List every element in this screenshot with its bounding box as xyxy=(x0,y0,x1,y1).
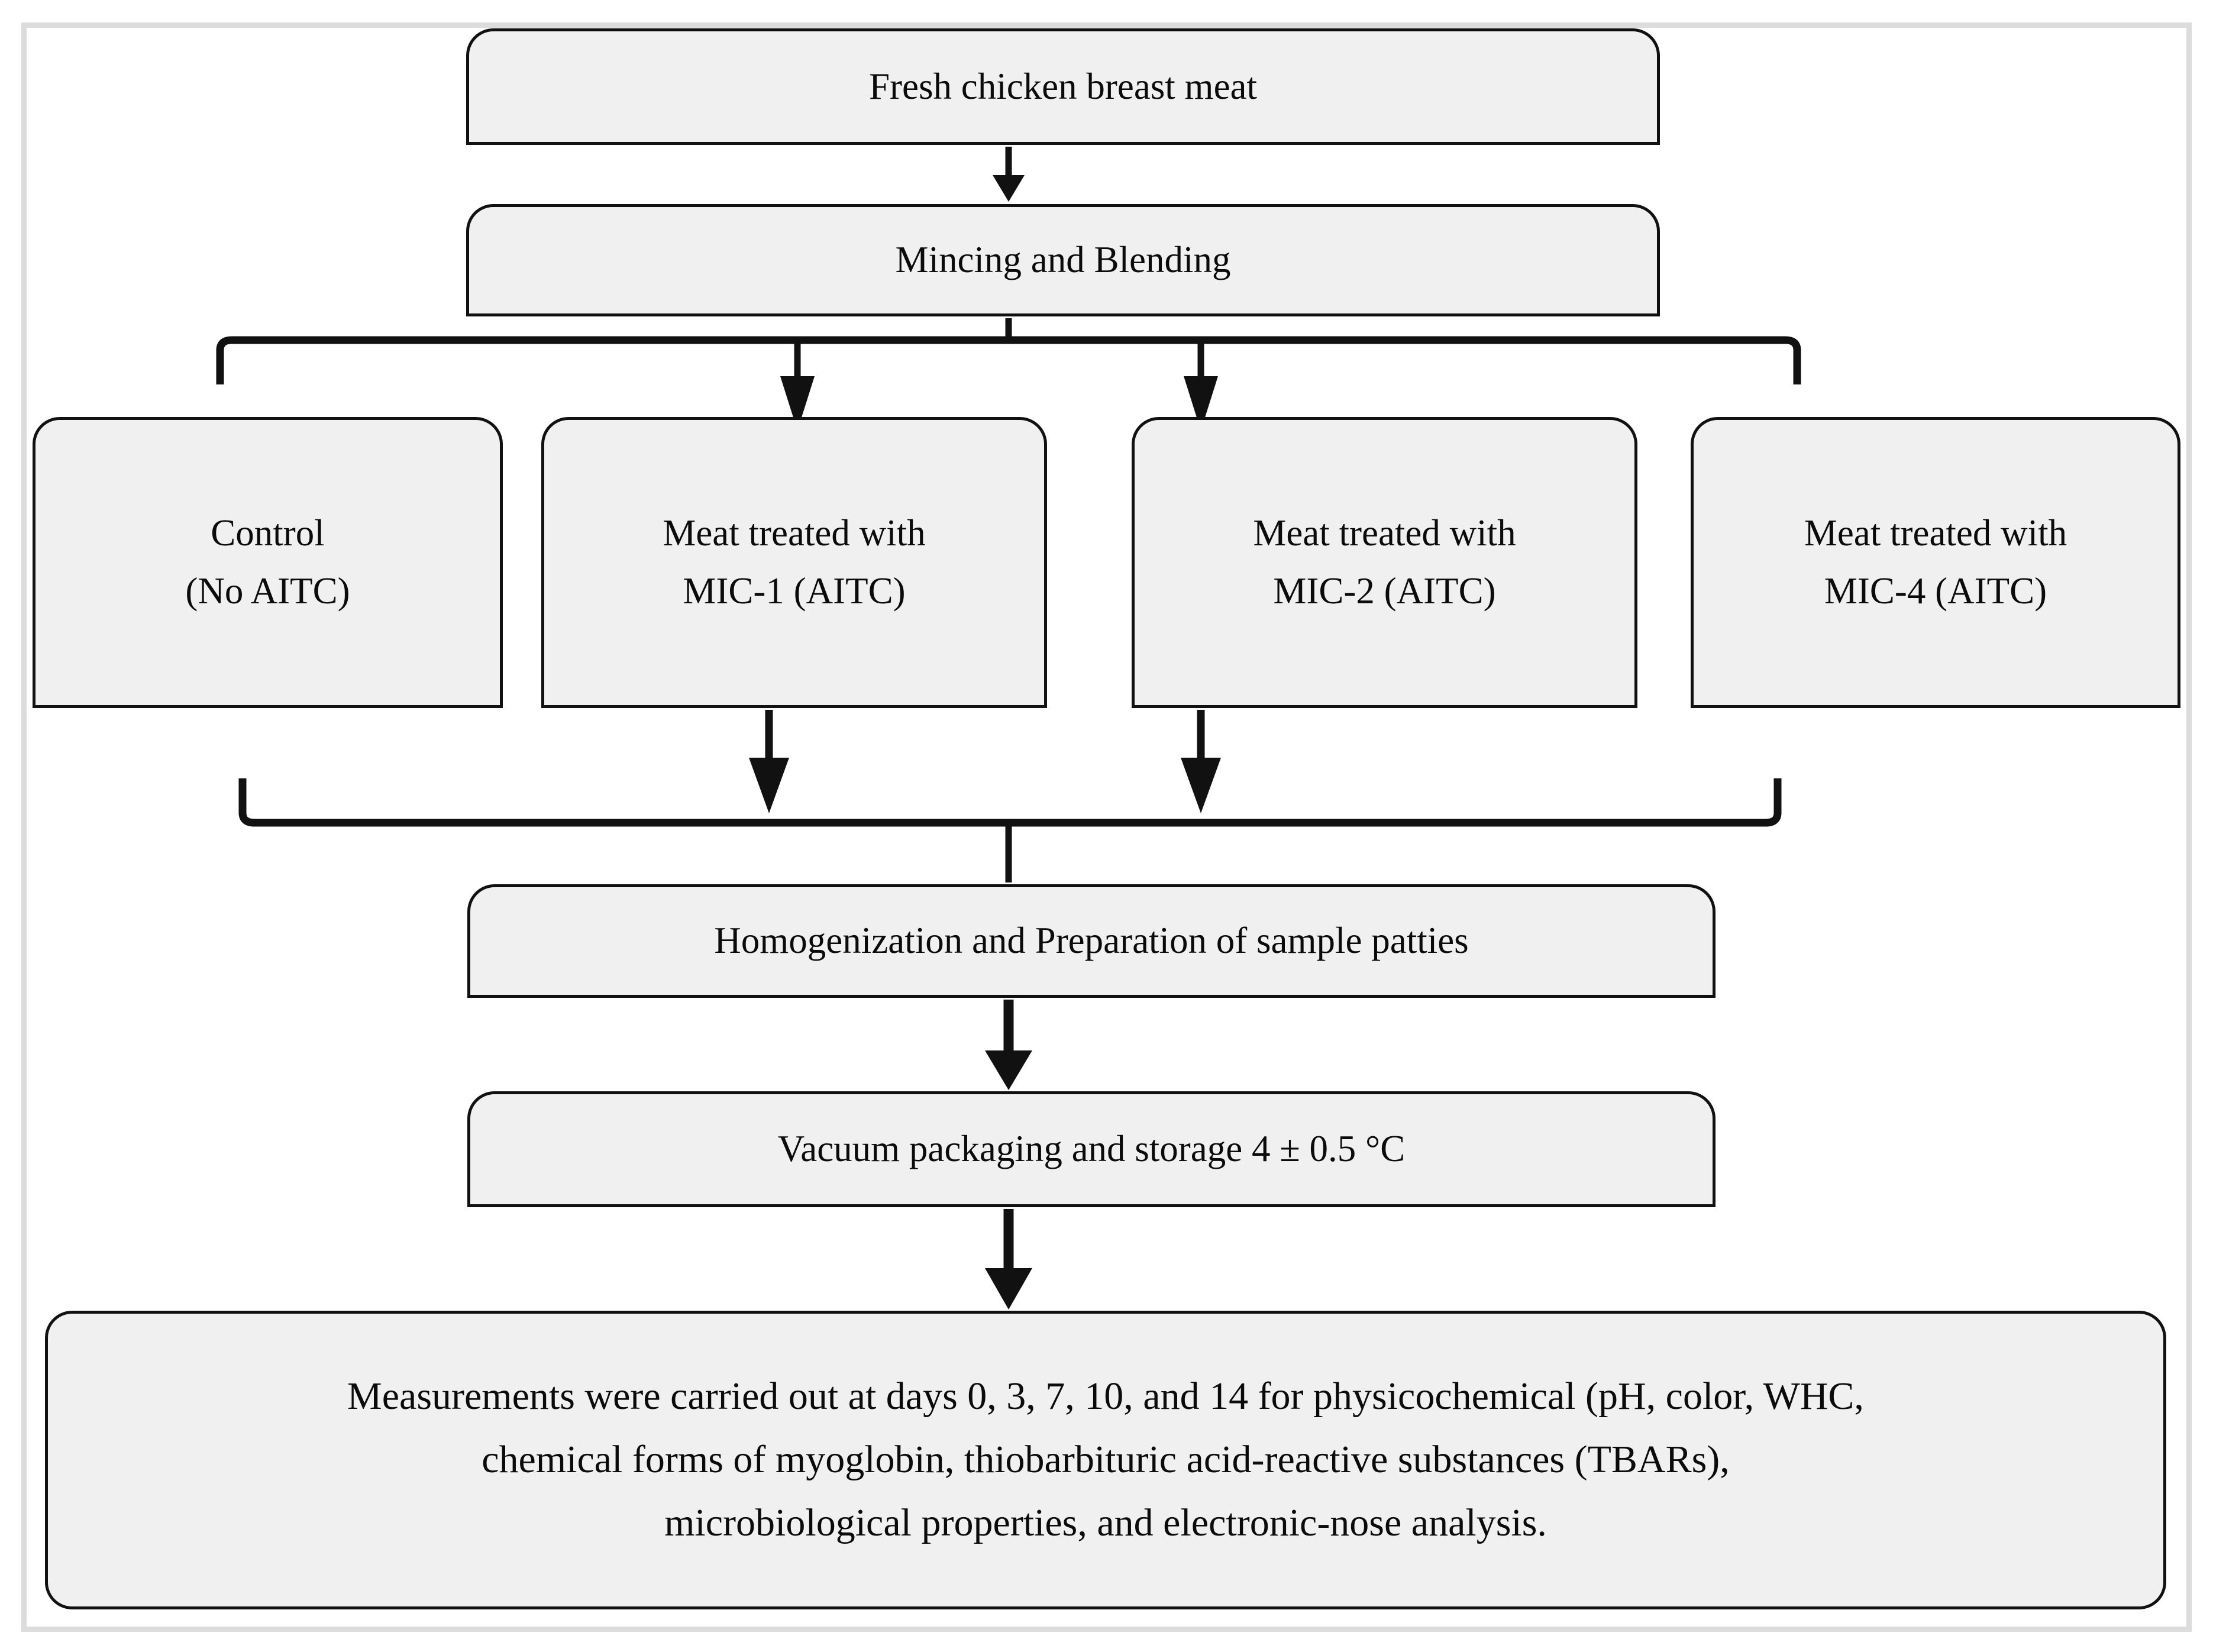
node-control-line1: Control xyxy=(211,512,325,554)
node-fresh-label: Fresh chicken breast meat xyxy=(869,65,1257,107)
node-measurements-line3: microbiological properties, and electron… xyxy=(664,1501,1547,1544)
node-mic1-line1: Meat treated with xyxy=(663,512,926,554)
node-mic1-text: Meat treated with MIC-1 (AITC) xyxy=(544,505,1044,620)
node-vacuum-label: Vacuum packaging and storage 4 ± 0.5 °C xyxy=(777,1128,1406,1170)
node-mic2-text: Meat treated with MIC-2 (AITC) xyxy=(1135,505,1634,620)
node-meat-treated-mic-2: Meat treated with MIC-2 (AITC) xyxy=(1132,417,1637,708)
node-mic2-line1: Meat treated with xyxy=(1253,512,1516,554)
outer-frame xyxy=(21,22,2192,1632)
node-mic2-line2: MIC-2 (AITC) xyxy=(1273,570,1496,612)
node-fresh-chicken-breast-meat: Fresh chicken breast meat xyxy=(466,28,1660,145)
node-mic1-line2: MIC-1 (AITC) xyxy=(683,570,906,612)
node-control-no-aitc: Control (No AITC) xyxy=(33,417,503,708)
node-mincing-and-blending: Mincing and Blending xyxy=(466,204,1660,316)
node-control-line2: (No AITC) xyxy=(185,570,350,612)
node-meat-treated-mic-1: Meat treated with MIC-1 (AITC) xyxy=(541,417,1047,708)
node-homogenization-label: Homogenization and Preparation of sample… xyxy=(714,920,1469,962)
node-mincing-label: Mincing and Blending xyxy=(895,239,1231,281)
node-homogenization-preparation: Homogenization and Preparation of sample… xyxy=(467,884,1716,998)
node-measurements: Measurements were carried out at days 0,… xyxy=(45,1311,2166,1609)
node-measurements-text: Measurements were carried out at days 0,… xyxy=(48,1365,2163,1555)
node-measurements-line1: Measurements were carried out at days 0,… xyxy=(347,1375,1864,1418)
node-meat-treated-mic-4: Meat treated with MIC-4 (AITC) xyxy=(1691,417,2180,708)
node-mic4-text: Meat treated with MIC-4 (AITC) xyxy=(1694,505,2178,620)
node-mic4-line2: MIC-4 (AITC) xyxy=(1824,570,2047,612)
node-mic4-line1: Meat treated with xyxy=(1804,512,2067,554)
node-measurements-line2: chemical forms of myoglobin, thiobarbitu… xyxy=(482,1438,1730,1482)
node-control-text: Control (No AITC) xyxy=(35,505,500,620)
node-vacuum-packaging-storage: Vacuum packaging and storage 4 ± 0.5 °C xyxy=(467,1091,1716,1207)
